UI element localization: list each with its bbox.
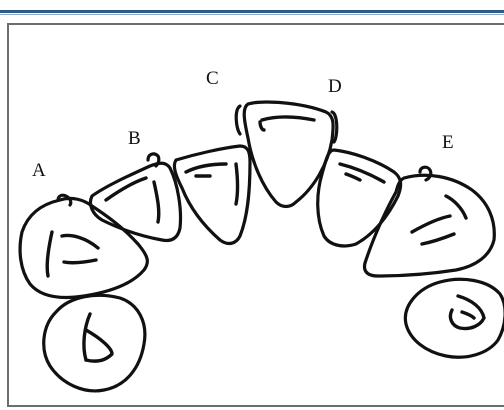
tooth-lower-right-round	[405, 279, 504, 357]
tooth-b	[90, 154, 180, 241]
tooth-c	[236, 102, 337, 206]
label-a: A	[32, 160, 46, 181]
tooth-d	[318, 150, 401, 246]
tooth-a	[20, 195, 147, 297]
tooth-c-lateral	[174, 146, 250, 243]
label-d: D	[328, 76, 342, 97]
label-c: C	[206, 68, 219, 89]
label-e: E	[442, 132, 454, 153]
tooth-lower-left-round	[44, 295, 145, 391]
label-b: B	[128, 128, 141, 149]
